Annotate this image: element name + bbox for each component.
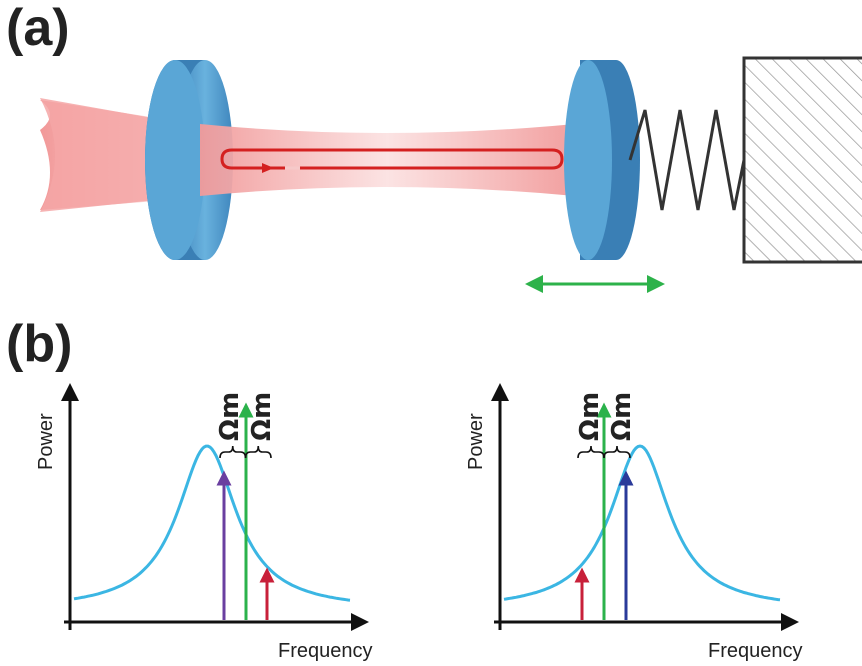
intracavity-beam — [200, 124, 575, 196]
cavity-illustration — [40, 56, 862, 293]
plot-right-omega-left: Ωm — [575, 392, 605, 441]
cavity-resonance-curve — [73, 444, 351, 602]
panel-label-a: (a) — [6, 0, 70, 57]
plot-left-omega-left: Ωm — [215, 392, 245, 441]
brace-right — [603, 445, 631, 459]
brace-right — [244, 445, 272, 459]
circulating-light-path — [220, 148, 564, 170]
spectrum-plot-right — [491, 383, 799, 631]
plot-right-omega-right: Ωm — [607, 392, 637, 441]
fixed-wall — [742, 56, 862, 264]
plot-left-xlabel: Frequency — [278, 640, 373, 662]
panel-label-b: (b) — [6, 315, 73, 373]
plot-right-xlabel: Frequency — [708, 640, 803, 662]
spring — [628, 109, 746, 211]
brace-left — [219, 445, 247, 459]
cavity-resonance-curve — [503, 444, 781, 602]
plot-left-omega-right: Ωm — [247, 392, 277, 441]
right-mirror — [564, 60, 640, 260]
brace-left — [577, 445, 605, 459]
plot-right-ylabel: Power — [465, 413, 487, 470]
light-direction-arrow-icon — [262, 163, 274, 173]
spectrum-plot-left — [61, 383, 369, 631]
plot-left-ylabel: Power — [35, 413, 57, 470]
